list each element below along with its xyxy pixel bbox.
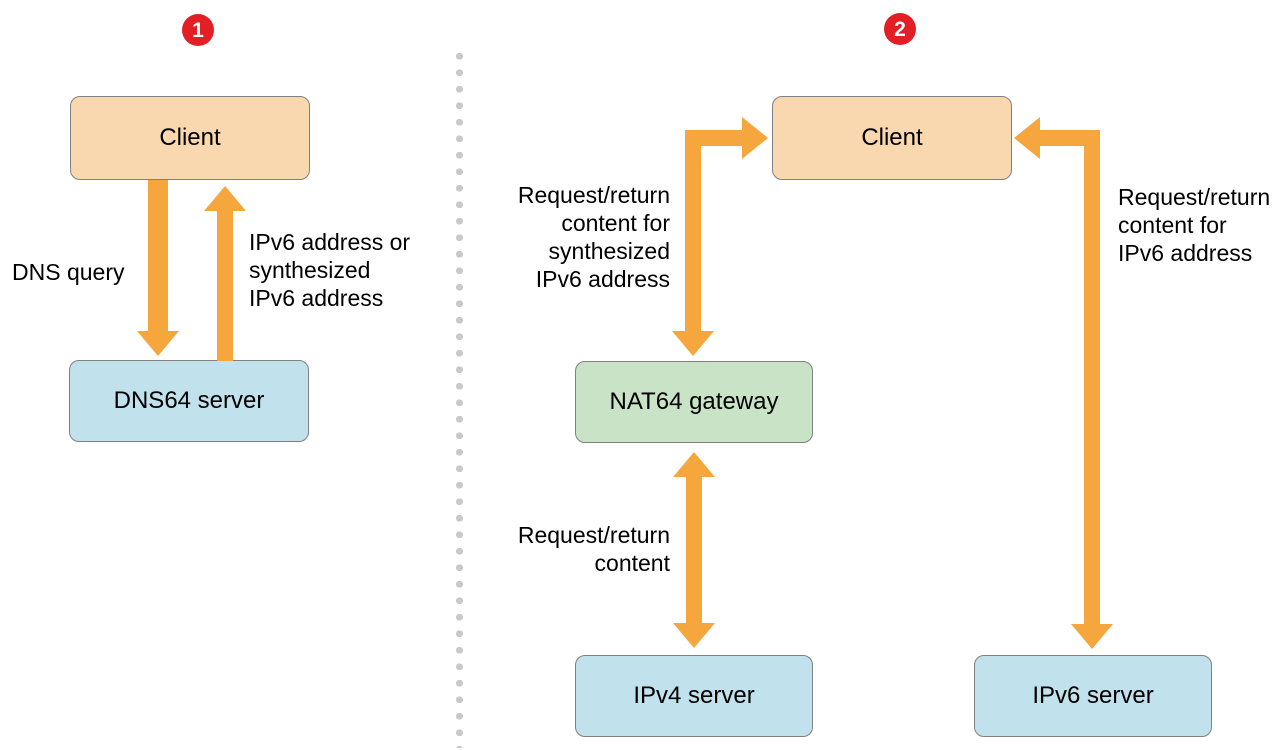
edge-label-ipv6-content: Request/return content for IPv6 address bbox=[1118, 184, 1271, 266]
step-1-badge: 1 bbox=[182, 14, 214, 46]
arrow-nat64-ipv4-head-down-icon bbox=[673, 623, 715, 648]
arrow-dns-response-head-up-icon bbox=[204, 186, 246, 211]
edge-label-synthesized-content: Request/return content for synthesized I… bbox=[517, 182, 670, 292]
edge-label-dns-response: IPv6 address or synthesized IPv6 address bbox=[249, 229, 411, 311]
arrow-client-nat64-vertical-shaft bbox=[685, 130, 701, 331]
arrow-client-ipv6-head-left-icon bbox=[1014, 117, 1040, 159]
arrow-nat64-ipv4-shaft bbox=[686, 476, 702, 624]
arrow-client-nat64-horizontal-shaft bbox=[685, 130, 742, 146]
arrow-nat64-ipv4-head-up-icon bbox=[673, 452, 715, 477]
node-dns64-server: DNS64 server bbox=[69, 360, 309, 442]
node-client-1: Client bbox=[70, 96, 310, 180]
arrow-client-ipv6-head-down-icon bbox=[1071, 624, 1113, 649]
edge-label-request-content: Request/return content bbox=[517, 522, 670, 576]
arrow-dns-response-shaft bbox=[217, 210, 233, 361]
arrow-client-ipv6-vertical-shaft bbox=[1084, 130, 1100, 624]
panel-divider bbox=[456, 48, 463, 748]
step-2-badge: 2 bbox=[884, 13, 916, 45]
arrow-dns-query-shaft bbox=[148, 180, 168, 331]
edge-label-dns-query: DNS query bbox=[12, 259, 125, 285]
node-client-2: Client bbox=[772, 96, 1012, 180]
arrow-dns-query-head-down-icon bbox=[137, 331, 179, 356]
node-nat64-gateway: NAT64 gateway bbox=[575, 361, 813, 443]
node-ipv6-server: IPv6 server bbox=[974, 655, 1212, 737]
node-ipv4-server: IPv4 server bbox=[575, 655, 813, 737]
arrow-client-nat64-head-right-icon bbox=[742, 117, 768, 159]
arrow-client-nat64-head-down-icon bbox=[672, 331, 714, 356]
